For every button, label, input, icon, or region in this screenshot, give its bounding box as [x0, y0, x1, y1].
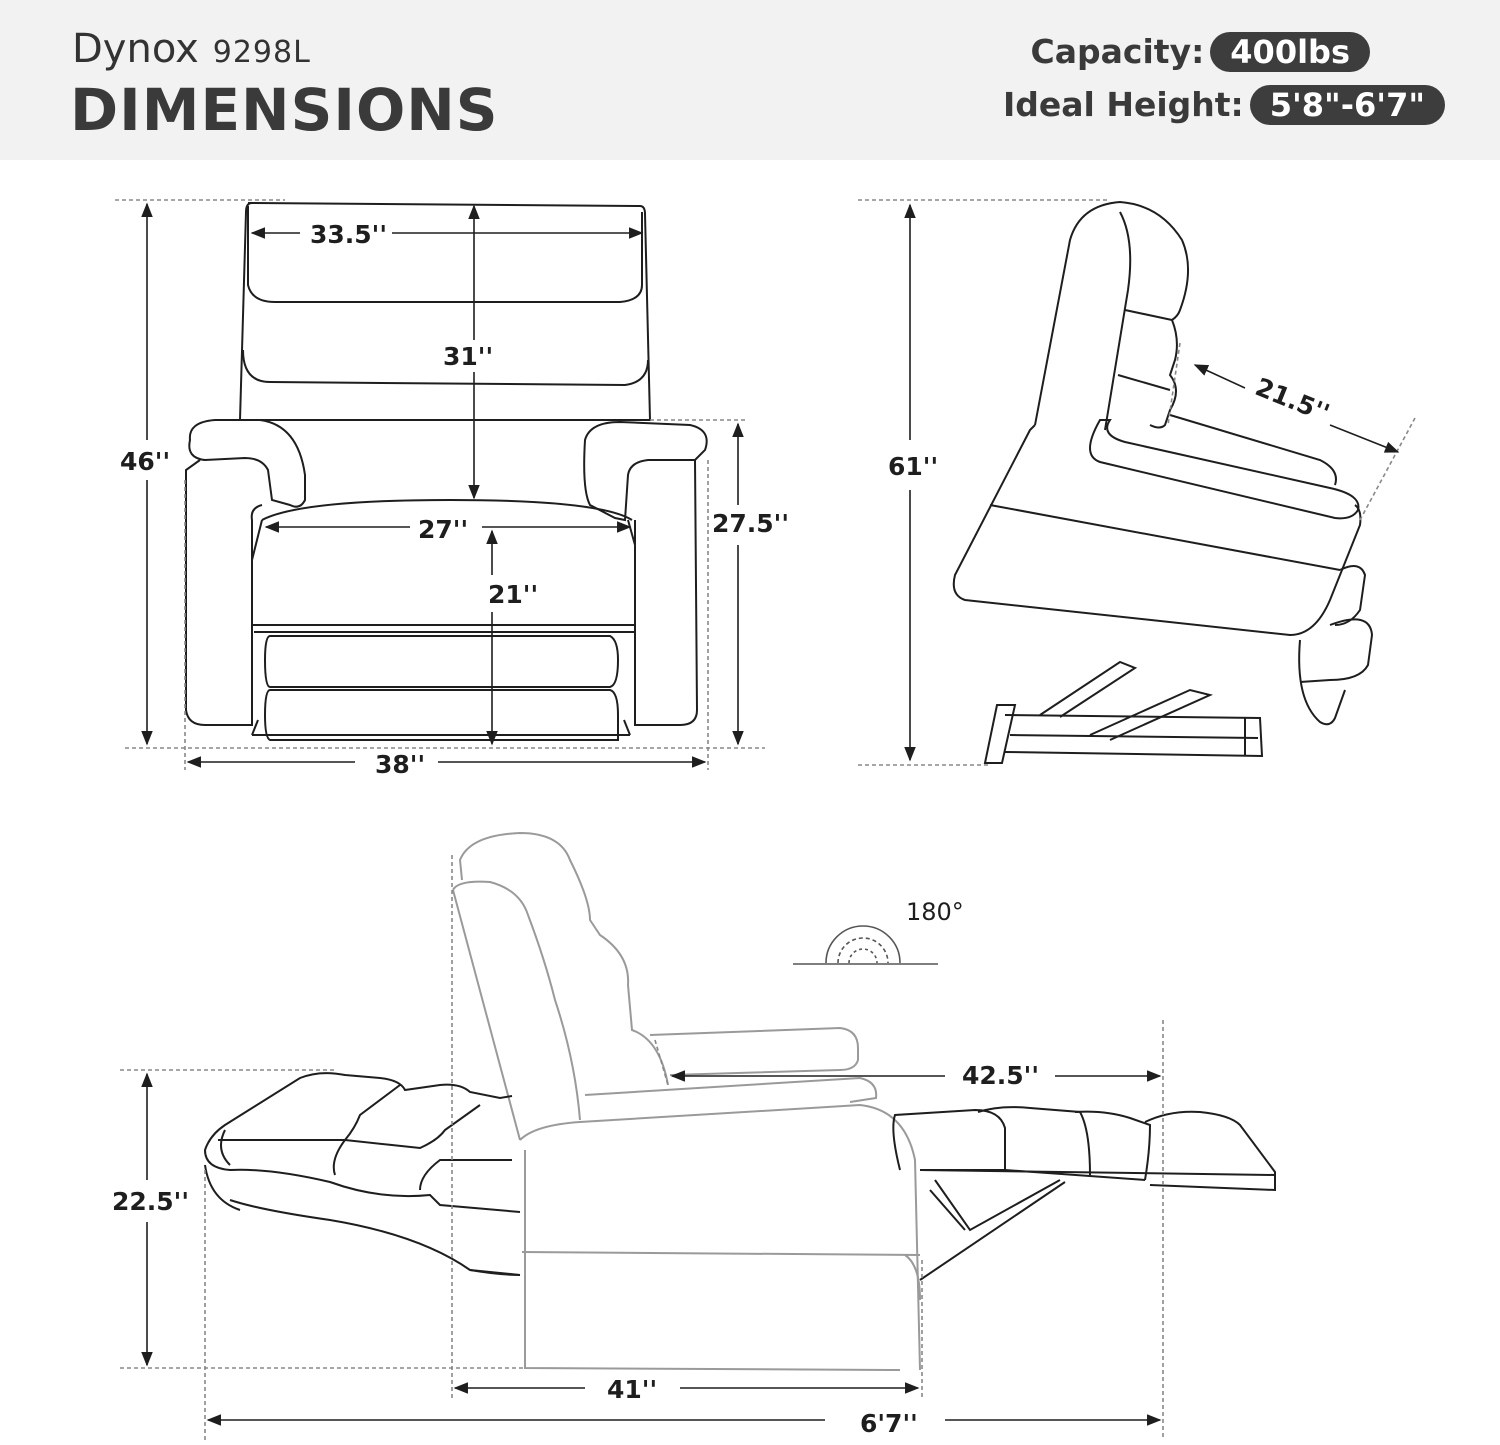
overall-height-label: 46''	[120, 447, 170, 476]
recline-angle-symbol	[793, 925, 938, 965]
total-length-label: 6'7''	[860, 1409, 918, 1438]
recline-view-labels: 42.5'' 22.5'' 41'' 6'7''	[112, 1061, 1039, 1438]
side-view-chair	[952, 200, 1374, 764]
height-label: Ideal Height:	[1002, 85, 1244, 124]
page-title: DIMENSIONS	[70, 76, 499, 144]
back-width-label: 33.5''	[310, 220, 387, 249]
back-height-label: 31''	[443, 342, 493, 371]
recline-height-label: 22.5''	[112, 1187, 189, 1216]
base-depth-label: 41''	[607, 1375, 657, 1404]
brand-line: Dynox 9298L	[72, 26, 311, 72]
front-view-labels: 46'' 33.5'' 31'' 27'' 21'' 27.5'' 38''	[120, 220, 789, 779]
footrest-extension-label: 42.5''	[962, 1061, 1039, 1090]
header-bar: Dynox 9298L DIMENSIONS Capacity:400lbs Id…	[0, 0, 1500, 160]
seat-height-label: 21''	[488, 580, 538, 609]
height-badge: 5'8"-6'7"	[1249, 85, 1445, 125]
recline-backrest	[203, 1072, 521, 1276]
height-spec: Ideal Height:5'8"-6'7"	[1003, 85, 1445, 125]
seat-depth-label: 21.5''	[1251, 372, 1333, 428]
front-view-chair	[185, 202, 708, 741]
recline-view-dimensions	[120, 855, 1164, 1440]
capacity-badge: 400lbs	[1210, 32, 1370, 72]
side-view-dimensions	[858, 199, 1416, 766]
front-view-dimensions	[115, 199, 765, 770]
model-number: 9298L	[212, 35, 311, 70]
overall-width-label: 38''	[375, 750, 425, 779]
recline-footrest	[892, 1106, 1276, 1281]
lifted-height-label: 61''	[888, 452, 938, 481]
capacity-spec: Capacity:400lbs	[1031, 32, 1370, 72]
seat-width-label: 27''	[418, 515, 468, 544]
recline-backrest-ghost	[452, 831, 921, 1371]
arm-height-label: 27.5''	[712, 509, 789, 538]
brand-name: Dynox	[72, 26, 199, 72]
capacity-label: Capacity:	[1030, 32, 1205, 71]
recline-angle-label: 180°	[906, 898, 964, 926]
